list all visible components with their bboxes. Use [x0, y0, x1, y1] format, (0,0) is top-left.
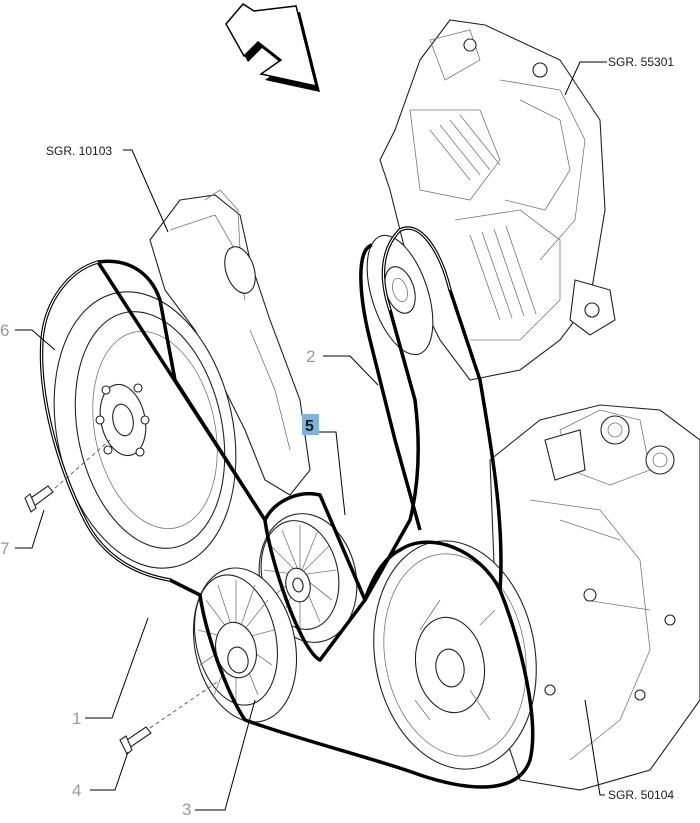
crankshaft-pulley [53, 291, 237, 569]
bolt-7-icon [24, 439, 111, 513]
compressor-pulley [373, 540, 537, 770]
bolt-4-icon [119, 679, 221, 755]
idler-pulley [258, 513, 358, 643]
drive-belt [39, 226, 535, 789]
ref-sgr-50104: SGR. 50104 [608, 788, 674, 802]
item-4-label: 4 [72, 781, 81, 800]
item-2-label: 2 [306, 347, 315, 366]
ref-sgr-10103: SGR. 10103 [46, 144, 112, 158]
item-6-label: 6 [0, 321, 9, 340]
item-5-label: 5 [305, 418, 314, 435]
ref-sgr-55301: SGR. 55301 [608, 55, 674, 69]
direction-arrow-icon [225, 3, 320, 92]
alternator [379, 19, 616, 381]
ac-compressor [489, 404, 700, 791]
item-1-label: 1 [72, 709, 81, 728]
item-5-highlight [302, 414, 319, 435]
item-7-label: 7 [0, 539, 9, 558]
item-3-label: 3 [182, 800, 191, 819]
tensioner-pulley [192, 567, 298, 723]
leader-lines [15, 61, 607, 811]
